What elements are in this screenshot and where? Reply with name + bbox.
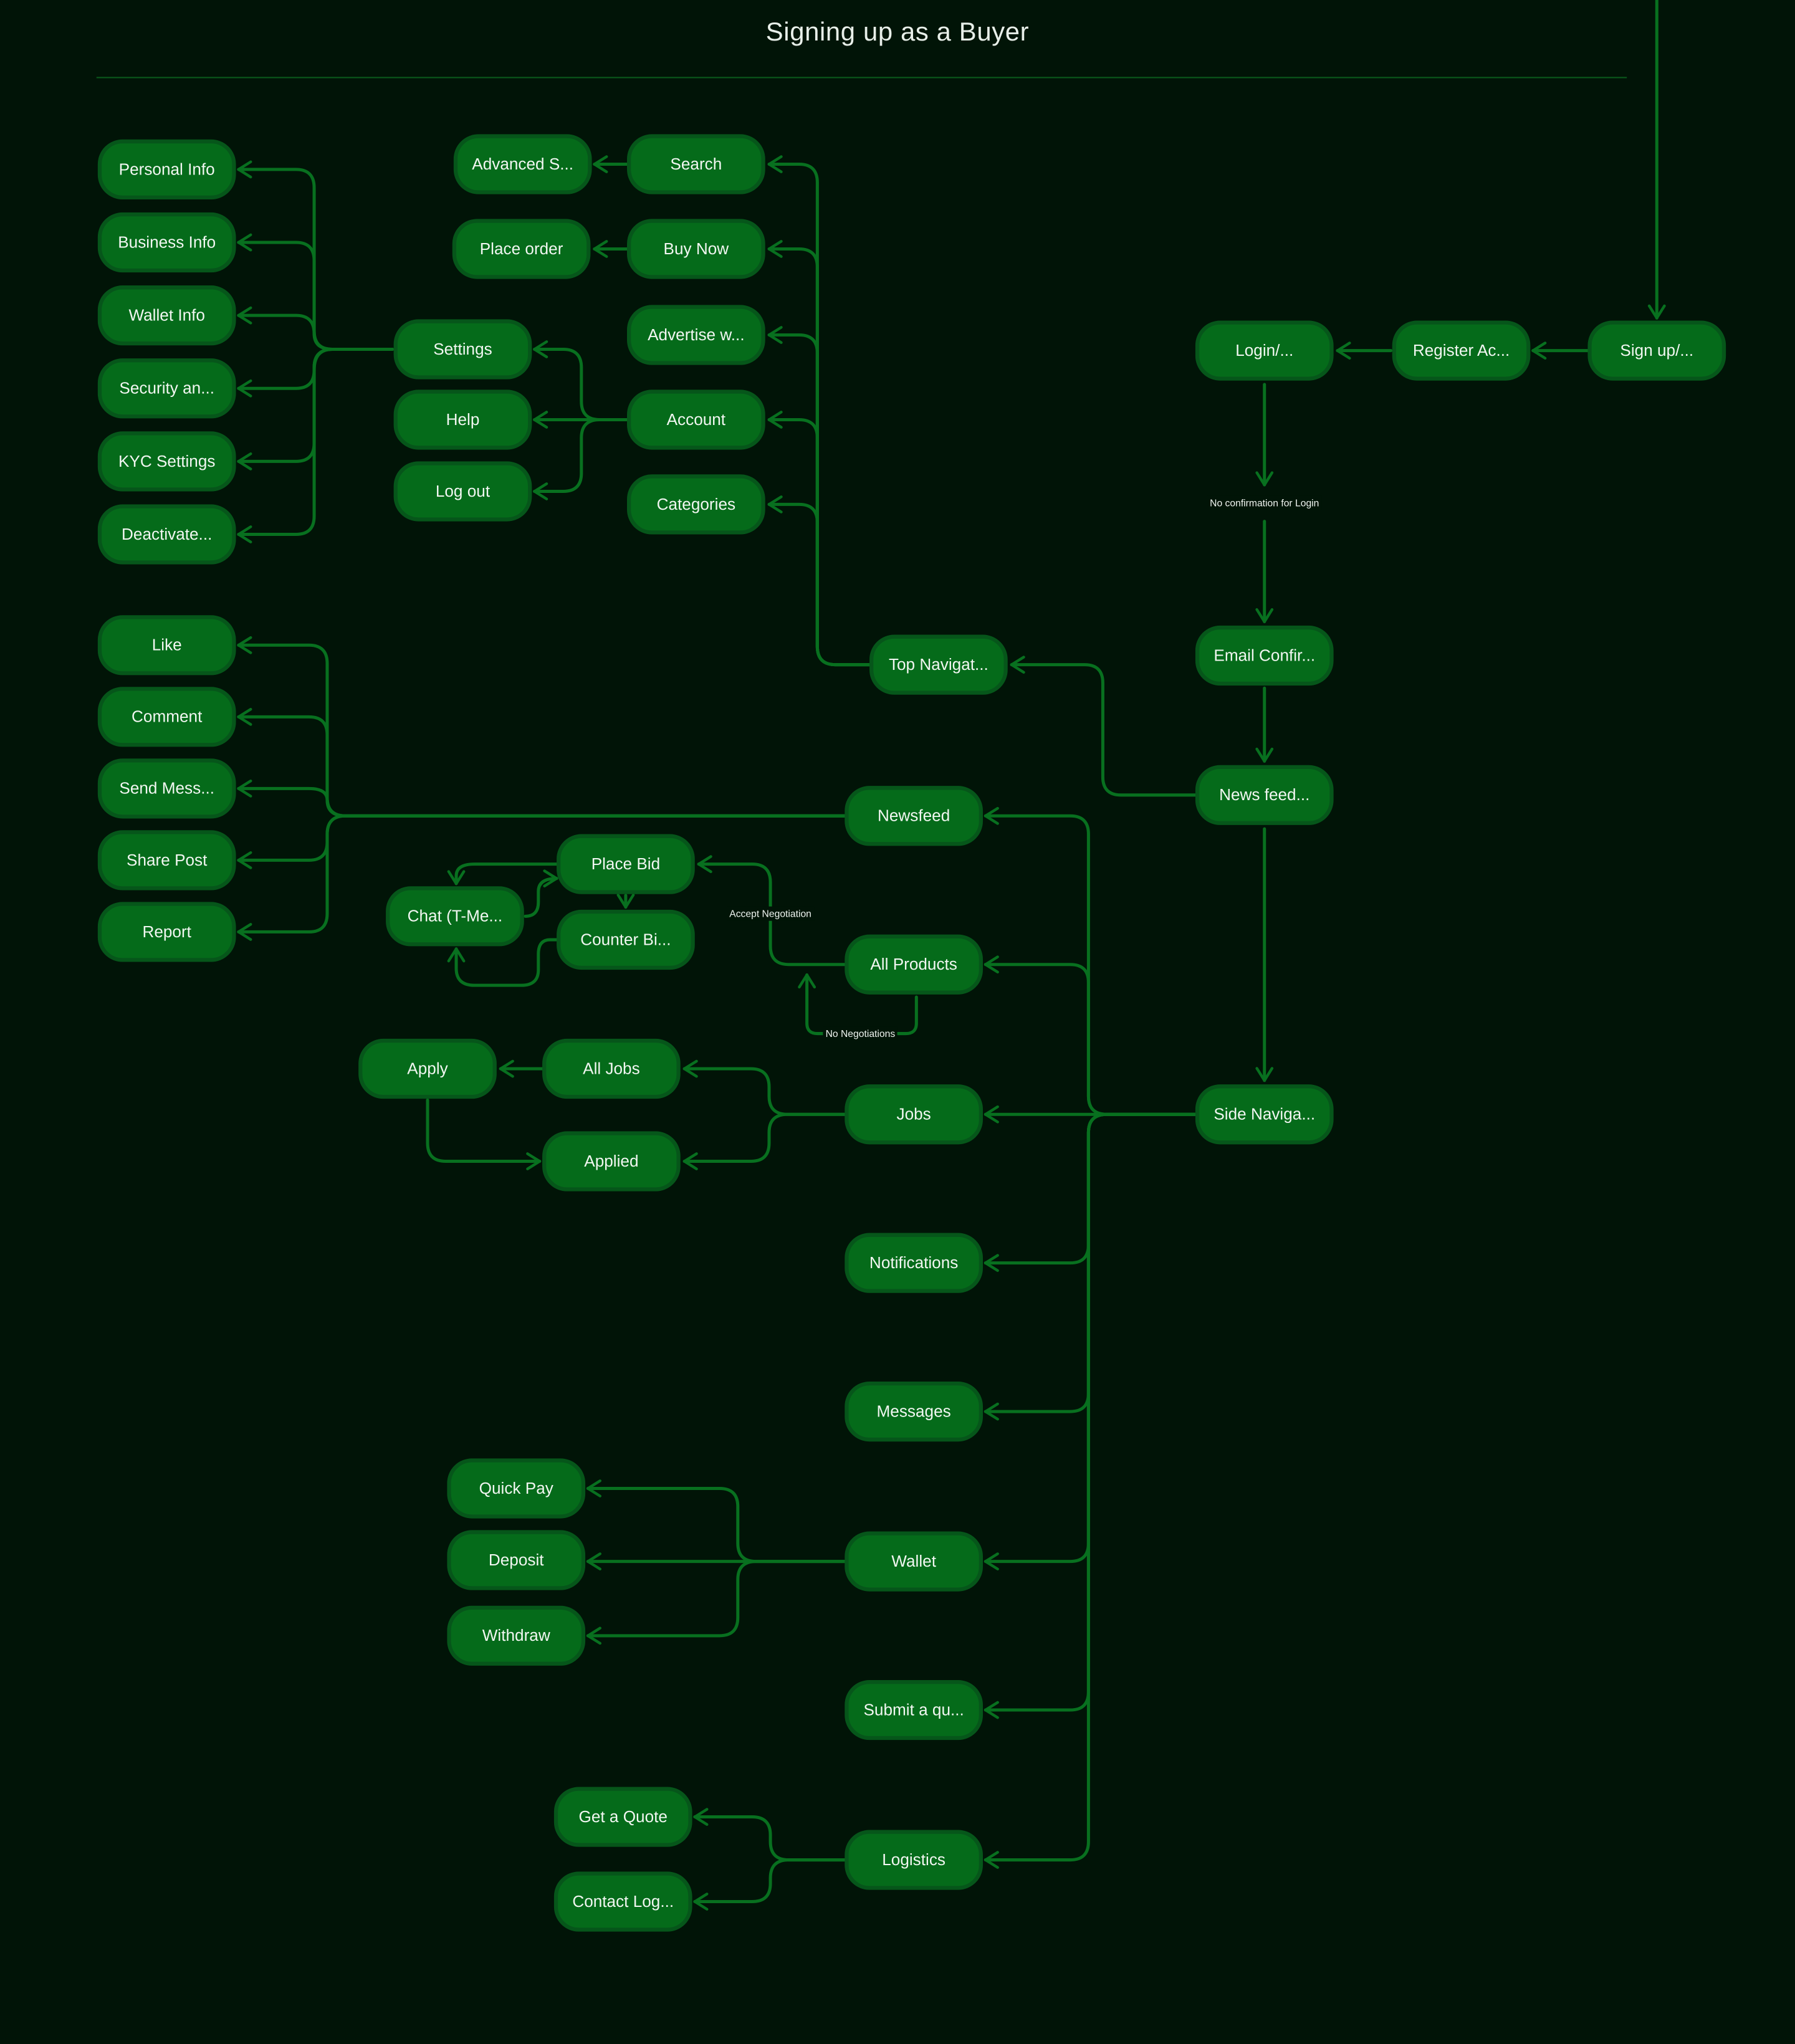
node-submit-query[interactable]: Submit a qu... xyxy=(845,1679,983,1741)
node-messages[interactable]: Messages xyxy=(845,1381,983,1442)
node-notifications[interactable]: Notifications xyxy=(845,1233,983,1293)
node-get-quote[interactable]: Get a Quote xyxy=(553,1787,692,1847)
node-withdraw[interactable]: Withdraw xyxy=(447,1605,586,1666)
node-advanced-search[interactable]: Advanced S... xyxy=(453,134,592,194)
edge-wallet-quickpay xyxy=(586,1479,846,1564)
node-log-out[interactable]: Log out xyxy=(393,461,532,522)
node-apply[interactable]: Apply xyxy=(358,1038,497,1099)
edge-settings-deactivate xyxy=(237,348,395,543)
edge-placebid-chat xyxy=(447,862,558,886)
node-advertise[interactable]: Advertise w... xyxy=(627,305,765,365)
node-place-order[interactable]: Place order xyxy=(452,219,591,279)
node-news-feed-page[interactable]: News feed... xyxy=(1195,765,1334,825)
edge-newsfeed-sendmessage xyxy=(237,779,846,818)
edge-topnav-buynow xyxy=(767,240,871,667)
edge-apply-applied xyxy=(426,1098,542,1170)
edge-jobs-applied xyxy=(682,1112,846,1170)
node-comment[interactable]: Comment xyxy=(97,687,236,747)
edge-newsfeed-comment xyxy=(237,707,846,818)
node-account[interactable]: Account xyxy=(627,389,765,450)
edge-chat-placebid xyxy=(524,869,558,918)
title-divider xyxy=(96,77,1627,79)
node-like[interactable]: Like xyxy=(97,615,236,676)
node-wallet-info[interactable]: Wallet Info xyxy=(97,285,236,346)
edge-wallet-withdraw xyxy=(586,1560,846,1645)
edge-topnav-search xyxy=(767,155,871,667)
node-wallet[interactable]: Wallet xyxy=(845,1531,983,1592)
edge-logistics-contact xyxy=(693,1858,846,1911)
node-kyc-settings[interactable]: KYC Settings xyxy=(97,431,236,492)
node-place-bid[interactable]: Place Bid xyxy=(557,834,695,894)
edge-account-settings xyxy=(533,340,629,421)
node-sign-up[interactable]: Sign up/... xyxy=(1587,320,1726,381)
edge-topnav-advertise xyxy=(767,326,871,667)
page-title: Signing up as a Buyer xyxy=(765,18,1030,47)
edge-sidenav-logistics xyxy=(984,1112,1197,1869)
node-categories[interactable]: Categories xyxy=(627,474,765,535)
node-register[interactable]: Register Ac... xyxy=(1392,320,1531,381)
node-newsfeed[interactable]: Newsfeed xyxy=(845,786,983,846)
node-counter-bid[interactable]: Counter Bi... xyxy=(557,909,695,970)
node-applied[interactable]: Applied xyxy=(542,1131,681,1192)
node-help[interactable]: Help xyxy=(393,389,532,450)
edge-logistics-quote xyxy=(693,1808,846,1862)
edge-label-no-confirmation: No confirmation for Login xyxy=(1207,495,1322,510)
edge-topnav-categories xyxy=(767,495,871,667)
node-logistics[interactable]: Logistics xyxy=(845,1830,983,1890)
node-side-navigation[interactable]: Side Naviga... xyxy=(1195,1084,1334,1145)
node-deposit[interactable]: Deposit xyxy=(447,1530,586,1590)
node-all-products[interactable]: All Products xyxy=(845,934,983,995)
node-security[interactable]: Security an... xyxy=(97,358,236,419)
edge-label-no-negotiations: No Negotiations xyxy=(823,1026,898,1041)
edge-label-accept-negotiation: Accept Negotiation xyxy=(727,906,815,921)
node-email-confirm[interactable]: Email Confir... xyxy=(1195,625,1334,686)
edge-sidenav-wallet xyxy=(984,1112,1197,1571)
node-buy-now[interactable]: Buy Now xyxy=(627,219,765,279)
node-top-navigation[interactable]: Top Navigat... xyxy=(869,634,1008,695)
node-report[interactable]: Report xyxy=(97,902,236,962)
node-jobs[interactable]: Jobs xyxy=(845,1084,983,1145)
node-search[interactable]: Search xyxy=(627,134,765,194)
edge-sidenav-notifications xyxy=(984,1112,1197,1273)
node-personal-info[interactable]: Personal Info xyxy=(97,139,236,199)
edge-topnav-account xyxy=(767,411,871,667)
node-contact-logistics[interactable]: Contact Log... xyxy=(553,1871,692,1932)
node-chat[interactable]: Chat (T-Me... xyxy=(386,886,524,947)
node-deactivate[interactable]: Deactivate... xyxy=(97,504,236,565)
edge-newsfeed-like xyxy=(237,636,846,818)
node-login[interactable]: Login/... xyxy=(1195,320,1334,381)
edge-account-logout xyxy=(533,418,629,500)
node-settings[interactable]: Settings xyxy=(393,319,532,380)
edge-jobs-alljobs xyxy=(682,1059,846,1116)
node-quick-pay[interactable]: Quick Pay xyxy=(447,1458,586,1519)
node-share-post[interactable]: Share Post xyxy=(97,830,236,891)
edge-sidenav-allproducts xyxy=(984,955,1197,1116)
node-all-jobs[interactable]: All Jobs xyxy=(542,1038,681,1099)
edge-newsfeed-topnav xyxy=(1010,656,1197,797)
edge-newsfeed-report xyxy=(237,814,846,941)
node-business-info[interactable]: Business Info xyxy=(97,212,236,273)
node-send-message[interactable]: Send Mess... xyxy=(97,758,236,819)
edge-counterbid-chat xyxy=(447,938,558,987)
